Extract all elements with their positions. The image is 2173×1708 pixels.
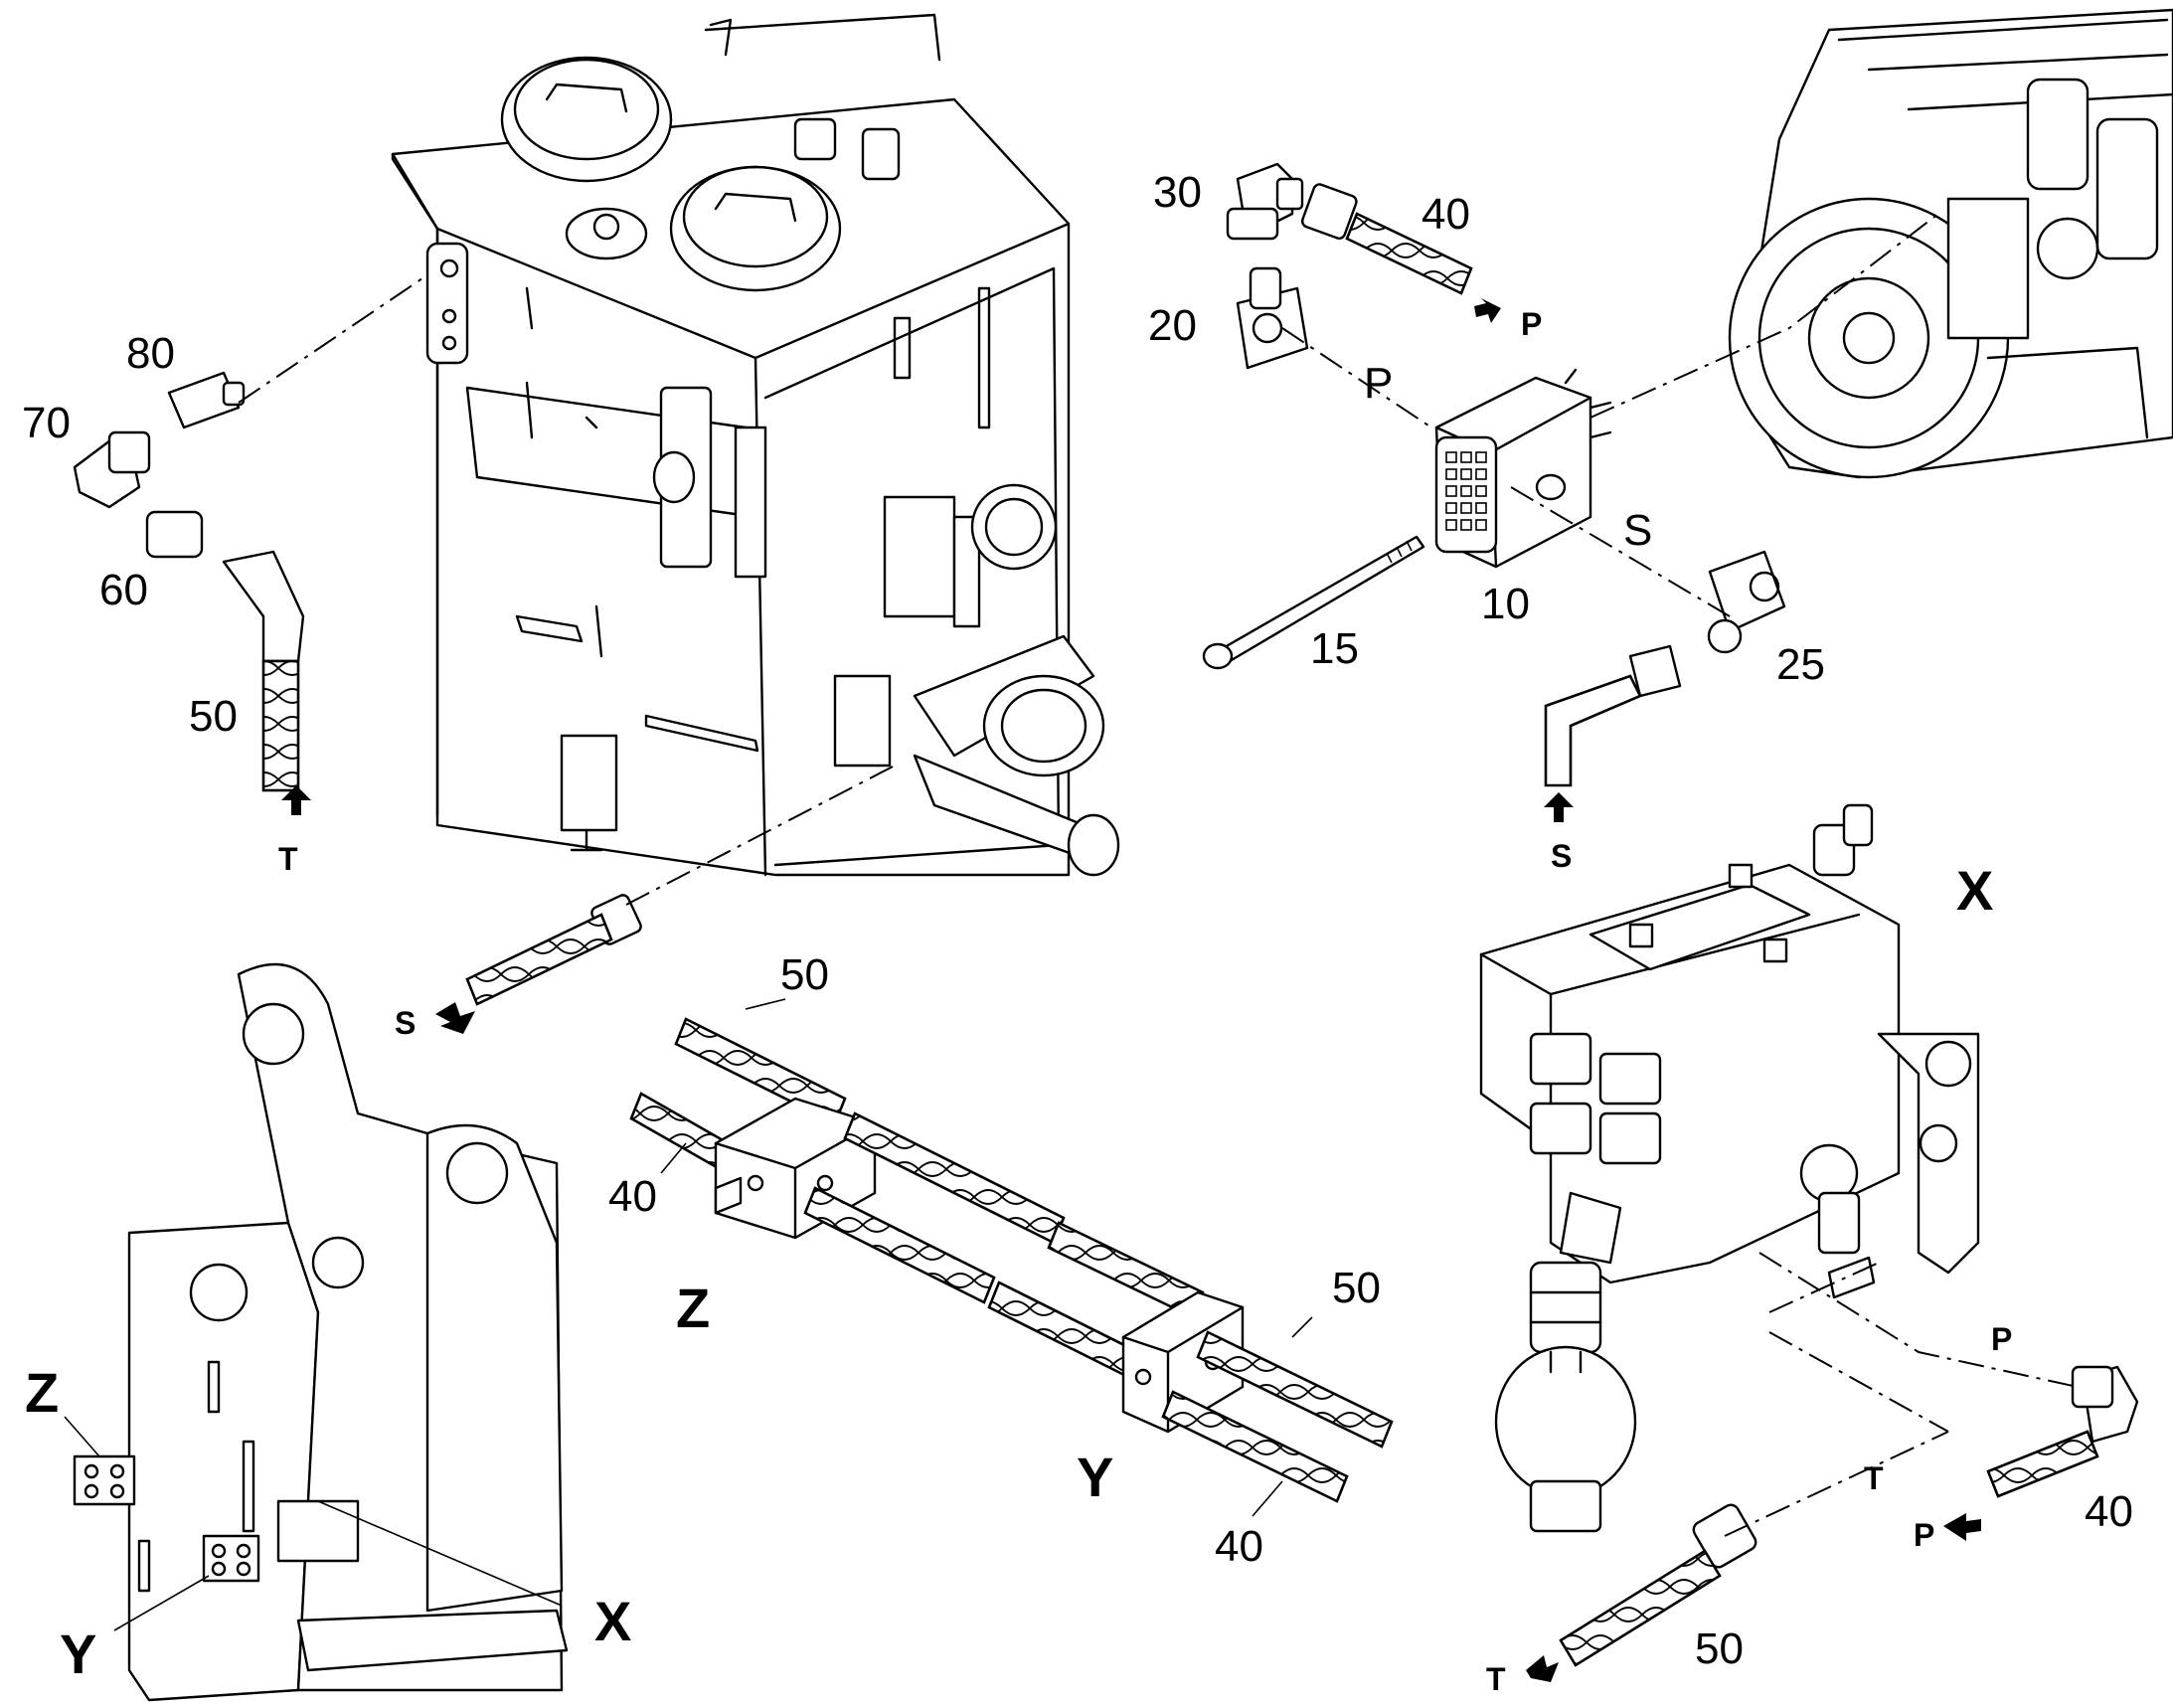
pressure-hose-40-right bbox=[1986, 1365, 2139, 1498]
callout-40-hose-upper: 40 bbox=[608, 1172, 657, 1221]
callout-60: 60 bbox=[99, 566, 148, 614]
fitting-80 bbox=[167, 371, 246, 429]
callout-50-left: 50 bbox=[189, 692, 238, 741]
flow-s-line: S bbox=[1623, 506, 1652, 555]
callout-numbers: 80 70 60 50 30 40 20 10 15 25 50 40 50 4… bbox=[22, 168, 2133, 1673]
marker-z-frame: Z bbox=[25, 1361, 59, 1424]
valve-block bbox=[1479, 803, 1980, 1533]
suction-hose-s bbox=[465, 894, 642, 1006]
flow-s-suction: S bbox=[1551, 838, 1572, 874]
callout-15: 15 bbox=[1310, 624, 1359, 673]
marker-y-frame: Y bbox=[60, 1623, 96, 1685]
assembly-center-lines bbox=[238, 213, 2079, 1537]
callout-40-hose-lower: 40 bbox=[1215, 1522, 1263, 1571]
flange-25 bbox=[1707, 550, 1786, 654]
flow-p-top: P bbox=[1521, 306, 1542, 342]
flow-p-line: P bbox=[1364, 359, 1393, 408]
callout-50-hose-lower: 50 bbox=[1332, 1264, 1381, 1312]
callout-70: 70 bbox=[22, 399, 71, 447]
lift-frame bbox=[64, 962, 569, 1702]
leader-lines bbox=[660, 998, 1313, 1517]
flow-t-right-line: T bbox=[1864, 1460, 1884, 1496]
arrow-right-icon bbox=[1474, 298, 1501, 323]
flow-letters: T S P P S S P T P T bbox=[278, 306, 2012, 1697]
return-hose-50-left bbox=[222, 550, 305, 792]
callout-25: 25 bbox=[1776, 640, 1825, 689]
marker-x-right: X bbox=[1956, 859, 1993, 922]
section-markers: X X Z Z Y Y bbox=[25, 859, 1993, 1685]
hose-clamps bbox=[629, 1017, 1394, 1503]
bolt-15 bbox=[1202, 535, 1425, 670]
adapter-60 bbox=[145, 510, 204, 559]
callout-40-top: 40 bbox=[1421, 190, 1470, 239]
flow-t-bottom: T bbox=[1486, 1661, 1506, 1697]
elbow-30 bbox=[1226, 162, 1304, 241]
callout-80: 80 bbox=[126, 329, 175, 378]
callout-10: 10 bbox=[1481, 580, 1530, 628]
arrow-down-left-icon bbox=[1526, 1655, 1559, 1682]
callout-50-bottom: 50 bbox=[1695, 1624, 1744, 1673]
hydraulic-tank bbox=[391, 13, 1120, 877]
flow-s-left: S bbox=[395, 1005, 416, 1041]
flange-20 bbox=[1236, 266, 1309, 370]
pressure-hose-40-top bbox=[1300, 183, 1473, 295]
engine bbox=[1728, 8, 2173, 479]
callout-30: 30 bbox=[1153, 168, 1202, 217]
marker-x-frame: X bbox=[594, 1590, 631, 1652]
flow-arrows bbox=[281, 298, 1981, 1682]
arrow-down-left-icon bbox=[435, 1002, 475, 1034]
callout-20: 20 bbox=[1148, 301, 1197, 350]
arrow-up-icon bbox=[281, 785, 311, 815]
arrow-up-icon bbox=[1544, 792, 1574, 822]
callout-40-right: 40 bbox=[2085, 1487, 2133, 1536]
flow-p-right-arrow: P bbox=[1914, 1517, 1934, 1553]
suction-hose bbox=[1544, 644, 1682, 787]
marker-y-hose: Y bbox=[1077, 1446, 1113, 1508]
callout-50-hose-upper: 50 bbox=[780, 950, 829, 999]
flow-p-right-line: P bbox=[1991, 1321, 2012, 1357]
elbow-70 bbox=[73, 430, 151, 509]
pump-10 bbox=[1434, 368, 1612, 569]
marker-z-hose: Z bbox=[676, 1277, 710, 1339]
flow-t-left: T bbox=[278, 841, 298, 877]
arrow-left-icon bbox=[1943, 1513, 1981, 1541]
